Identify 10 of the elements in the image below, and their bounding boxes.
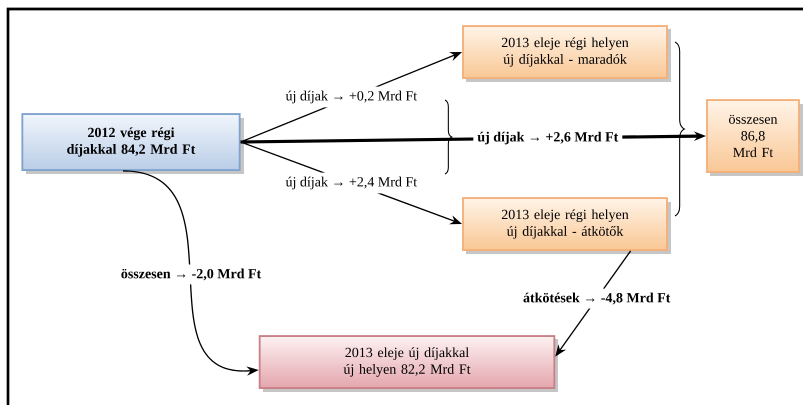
box: 2012 vége régi díjakkal 84,2 Mrd Ft — [21, 113, 244, 174]
box: összesen 86,8 Mrd Ft — [706, 99, 803, 176]
edge-label: új díjak → +2,4 Mrd Ft — [282, 172, 422, 194]
edge-label: átkötések → -4,8 Mrd Ft — [519, 288, 674, 308]
edge-label: új díjak → +0,2 Mrd Ft — [282, 86, 422, 108]
box: 2013 eleje régi helyen új díjakkal - átkötők — [462, 197, 671, 254]
box: 2013 eleje új díjakkal új helyen 82,2 Mrd Ft — [258, 335, 558, 392]
edge-label: összesen → -2,0 Mrd Ft — [116, 264, 266, 284]
edge-label: új díjak → +2,6 Mrd Ft — [473, 128, 622, 148]
box: 2013 eleje régi helyen új díjakkal - maradók — [462, 25, 671, 82]
